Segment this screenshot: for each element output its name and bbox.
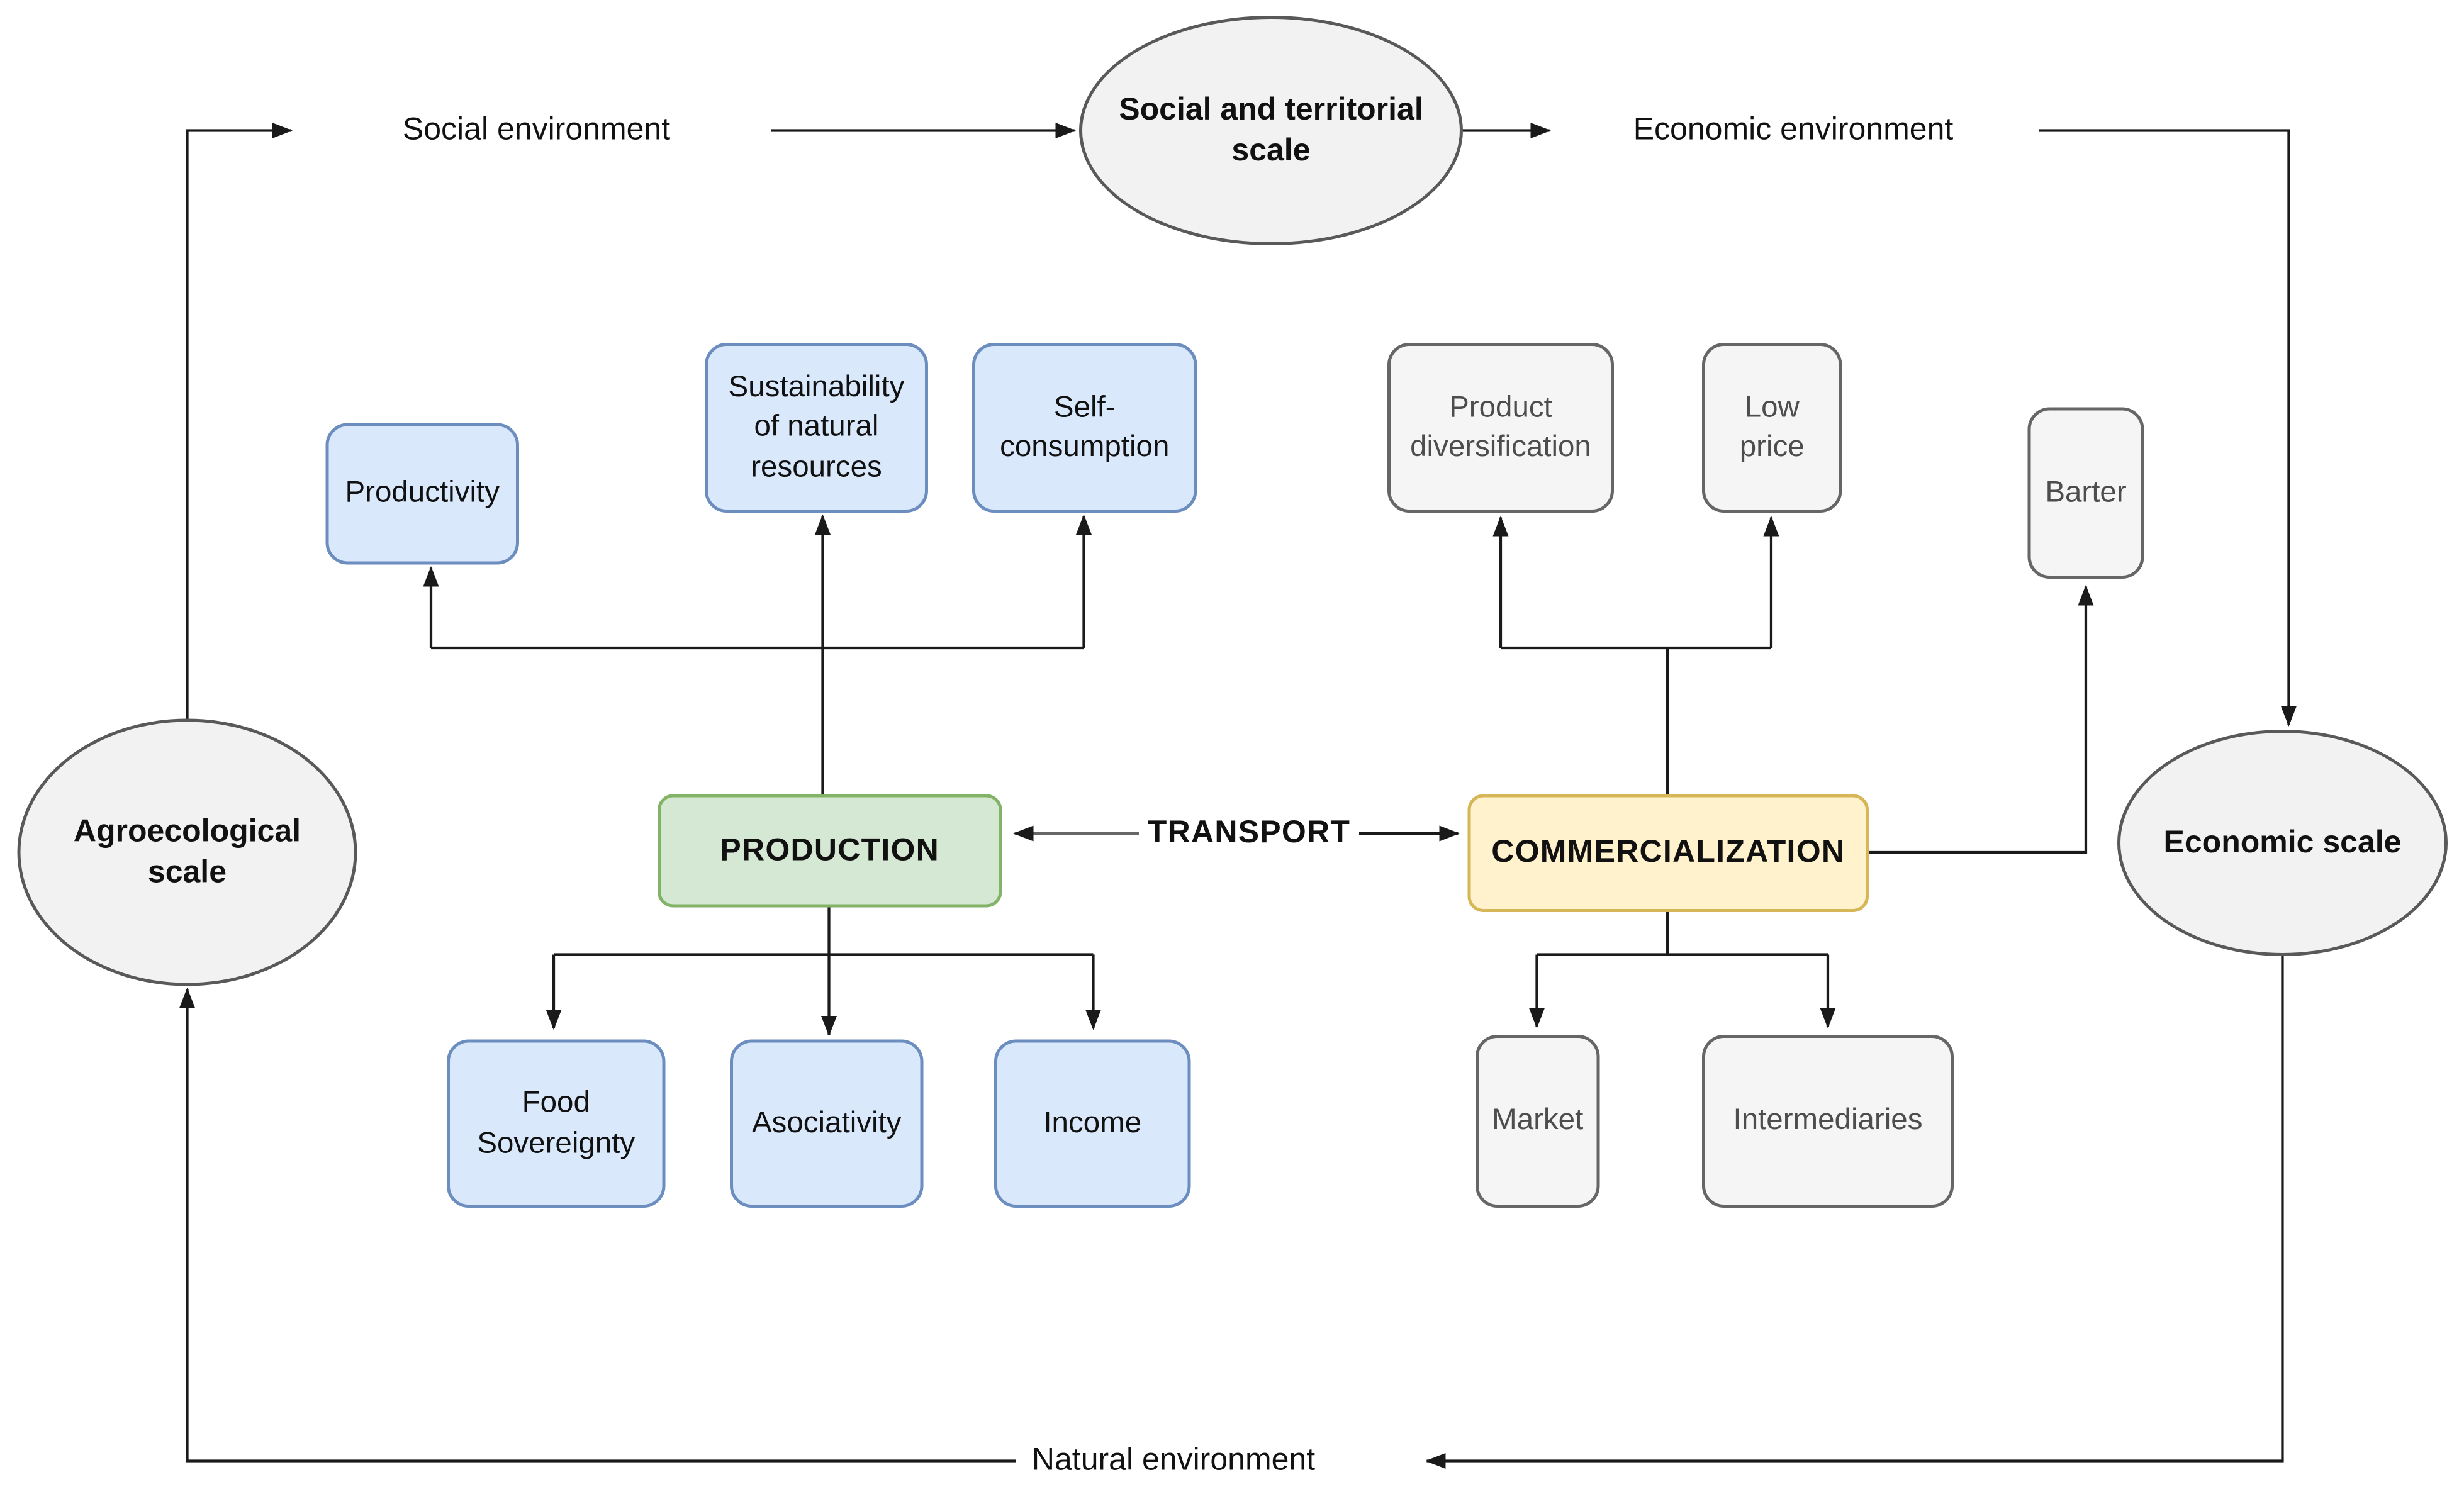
label-economic-environment: Economic environment bbox=[1633, 112, 1954, 147]
node-asociativity: Asociativity bbox=[730, 1039, 924, 1208]
node-low-price: Low price bbox=[1702, 343, 1842, 513]
node-food-sovereignty: Food Sovereignty bbox=[447, 1039, 666, 1208]
edge-commercialization-to-barter bbox=[1868, 584, 2094, 854]
node-income: Income bbox=[994, 1039, 1191, 1208]
node-barter: Barter bbox=[2027, 407, 2144, 579]
label-natural-environment: Natural environment bbox=[1031, 1442, 1316, 1478]
ellipse-agroecological-scale: Agroecological scale bbox=[17, 718, 357, 986]
ellipse-social-territorial-scale: Social and territorial scale bbox=[1079, 16, 1463, 245]
node-market: Market bbox=[1476, 1035, 1600, 1208]
node-intermediaries: Intermediaries bbox=[1702, 1035, 1954, 1208]
node-productivity: Productivity bbox=[325, 423, 519, 565]
edge-economic-scale-to-natural-environment bbox=[1425, 956, 2284, 1469]
node-production: PRODUCTION bbox=[658, 794, 1002, 908]
label-transport: TRANSPORT bbox=[1147, 815, 1351, 850]
ellipse-economic-scale: Economic scale bbox=[2117, 730, 2448, 956]
edge-agroecological-to-social-environment bbox=[186, 122, 293, 719]
node-self-consumption: Self- consumption bbox=[972, 343, 1197, 513]
node-product-diversification: Product diversification bbox=[1387, 343, 1614, 513]
node-commercialization: COMMERCIALIZATION bbox=[1467, 794, 1869, 912]
label-social-environment: Social environment bbox=[402, 112, 671, 147]
node-sustainability: Sustainability of natural resources bbox=[705, 343, 928, 513]
